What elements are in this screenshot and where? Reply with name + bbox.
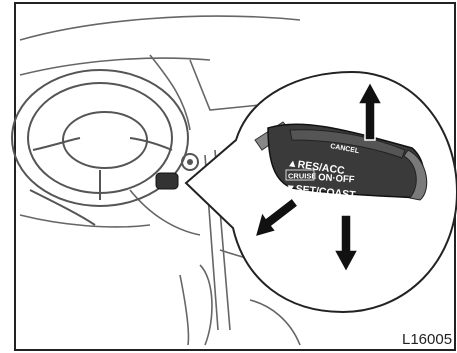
figure-code: L16005 (402, 331, 452, 348)
steering-wheel (12, 70, 188, 225)
lever-label-cruise: CRUISE (288, 172, 316, 181)
